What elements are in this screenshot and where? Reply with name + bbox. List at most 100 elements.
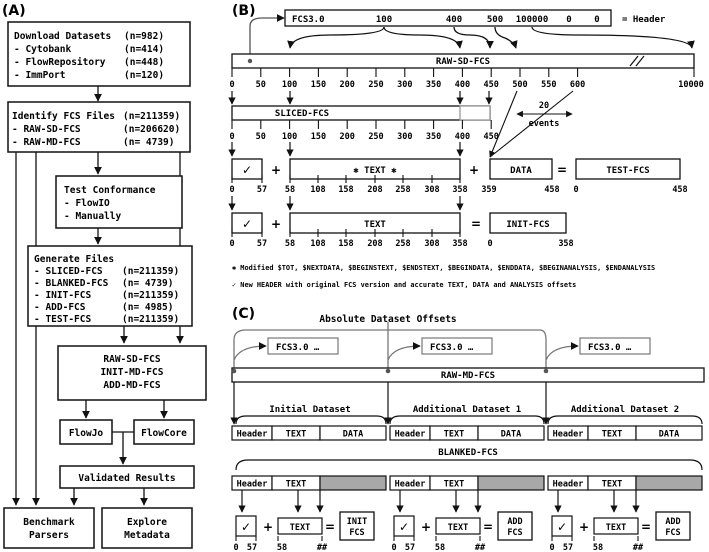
check-mark: ✓ bbox=[241, 520, 251, 534]
flowjo-box: FlowJo bbox=[59, 419, 113, 445]
tick-label: 300 bbox=[397, 80, 412, 90]
generate-item-name: - SLICED-FCS bbox=[34, 266, 103, 277]
generate-item-n: (n=211359) bbox=[122, 314, 179, 325]
segment-label: DATA bbox=[659, 430, 679, 440]
tick-label: 308 bbox=[424, 239, 439, 249]
header-value: FCS3.0 bbox=[292, 15, 325, 25]
benchmark-line: Parsers bbox=[29, 530, 69, 541]
panel-c: (C) Absolute Dataset Offsets FCS3.0 … FC… bbox=[230, 306, 705, 552]
validated-results-box: Validated Results bbox=[59, 465, 195, 489]
header-pointer bbox=[387, 342, 421, 361]
tick-label: 300 bbox=[397, 132, 412, 142]
header-value: 0 bbox=[594, 15, 599, 25]
equals-sign: = bbox=[325, 520, 335, 534]
segment-label: Header bbox=[553, 430, 584, 440]
text-segment-modified: ✱ TEXT ✱ bbox=[353, 166, 397, 176]
tick-label: 500 bbox=[512, 80, 527, 90]
check-box bbox=[235, 515, 257, 537]
row-tick-label: 0 bbox=[573, 185, 578, 195]
conformance-title: Test Conformance bbox=[64, 185, 156, 196]
header-arrow bbox=[383, 26, 463, 49]
events-word: events bbox=[529, 119, 560, 129]
flowjo-label: FlowJo bbox=[69, 428, 104, 439]
tick-label: 108 bbox=[310, 185, 325, 195]
equals-sign: = bbox=[471, 217, 481, 231]
tick-label: 350 bbox=[426, 80, 441, 90]
init-tick-label: 0 bbox=[487, 239, 492, 249]
tick-label: 450 bbox=[484, 132, 499, 142]
panel-b-label: (B) bbox=[232, 3, 255, 19]
identify-item-n: (n=206620) bbox=[123, 124, 180, 135]
tick-label: 258 bbox=[395, 239, 410, 249]
download-item-n: (n=448) bbox=[124, 57, 164, 68]
text-segment: TEXT bbox=[448, 523, 468, 533]
check-mark: ✓ bbox=[242, 163, 252, 177]
tick-label: 208 bbox=[367, 239, 382, 249]
result-box bbox=[655, 511, 691, 541]
plus-sign: + bbox=[579, 520, 589, 534]
test-conformance-box: Test Conformance - FlowIO - Manually bbox=[55, 175, 183, 229]
segment-label: TEXT bbox=[444, 430, 464, 440]
check-mark: ✓ bbox=[242, 217, 252, 231]
text-box bbox=[435, 517, 481, 535]
init-row: ✓ + TEXT = INIT-FCS bbox=[231, 212, 567, 234]
segment-label: Header bbox=[553, 480, 584, 490]
header-snippet-box bbox=[267, 337, 339, 355]
header-snippet: FCS3.0 … bbox=[588, 343, 632, 353]
tick-label: 57 bbox=[247, 543, 257, 552]
segment-cell bbox=[319, 475, 387, 491]
equals-sign: = bbox=[557, 163, 567, 177]
dataset-label: Additional Dataset 1 bbox=[413, 404, 521, 415]
tick-label: 200 bbox=[340, 132, 355, 142]
benchmark-line: Benchmark bbox=[23, 517, 75, 528]
panel-c-label: (C) bbox=[232, 306, 255, 322]
generate-item-n: (n= 4985) bbox=[122, 302, 173, 313]
dataset-brace bbox=[235, 415, 387, 425]
tick-label: 0 bbox=[233, 543, 238, 552]
result-box bbox=[339, 511, 375, 541]
header-pointer bbox=[249, 14, 285, 58]
result-label: ADD bbox=[665, 517, 680, 527]
files-item: RAW-SD-FCS bbox=[103, 354, 160, 365]
dataset-label: Initial Dataset bbox=[269, 404, 350, 415]
check-box bbox=[393, 515, 415, 537]
test-fcs-label: TEST-FCS bbox=[606, 166, 649, 176]
text-segment: TEXT bbox=[290, 523, 310, 533]
tick-label: 358 bbox=[452, 185, 467, 195]
tick-label: ## bbox=[317, 543, 328, 552]
tick-label: 100 bbox=[282, 80, 297, 90]
identify-title: Identify FCS Files bbox=[12, 111, 115, 122]
plus-sign: + bbox=[263, 520, 273, 534]
tick-label: 50 bbox=[256, 132, 266, 142]
segment-label: TEXT bbox=[602, 430, 622, 440]
identify-item-name: - RAW-SD-FCS bbox=[12, 124, 81, 135]
equals-sign: = bbox=[641, 520, 651, 534]
test-row: ✓ + ✱ TEXT ✱ + DATA = TEST-FCS bbox=[231, 158, 681, 180]
ruler-end-label: 10000 bbox=[678, 80, 704, 90]
text-segment: TEXT bbox=[364, 220, 386, 230]
header-snippet: FCS3.0 … bbox=[276, 343, 320, 353]
download-item-name: - Cytobank bbox=[14, 44, 71, 55]
tick-label: 58 bbox=[593, 543, 603, 552]
result-label: FCS bbox=[665, 528, 680, 538]
raw-sd-label: RAW-SD-FCS bbox=[436, 57, 490, 67]
blanked-brace bbox=[235, 459, 703, 471]
segment-cell bbox=[635, 425, 703, 441]
tick-label: 350 bbox=[426, 132, 441, 142]
files-box: RAW-SD-FCS INIT-MD-FCS ADD-MD-FCS bbox=[57, 345, 207, 401]
generate-title: Generate Files bbox=[34, 254, 114, 265]
segment-cell bbox=[477, 425, 545, 441]
segment-label: DATA bbox=[501, 430, 521, 440]
header-value: 100 bbox=[376, 15, 392, 25]
tick-label: 57 bbox=[405, 543, 415, 552]
header-arrow bbox=[494, 26, 518, 49]
tick-label: 150 bbox=[311, 80, 326, 90]
files-item: INIT-MD-FCS bbox=[101, 367, 164, 378]
generate-item-name: - BLANKED-FCS bbox=[34, 278, 109, 289]
tick-label: 450 bbox=[484, 80, 499, 90]
tick-label: 550 bbox=[541, 80, 556, 90]
result-box bbox=[497, 511, 533, 541]
tick-label: 158 bbox=[338, 239, 353, 249]
